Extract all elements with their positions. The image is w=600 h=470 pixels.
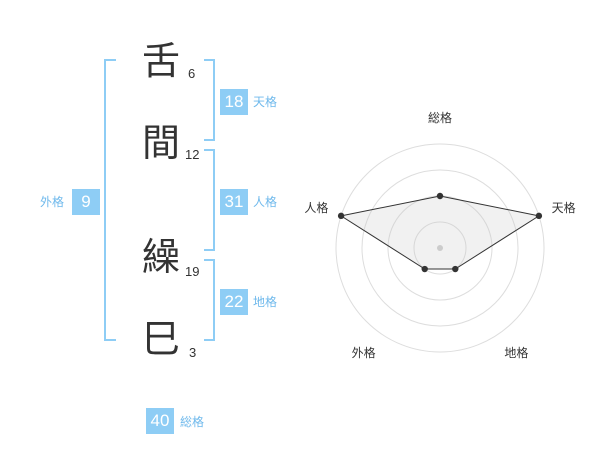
radar-point-5 (337, 212, 345, 220)
radar-axis-label-1: 総格 (428, 111, 453, 125)
gaikaku-label: 外格 (40, 195, 65, 209)
jinkaku-label: 人格 (253, 195, 278, 209)
radar-point-3 (452, 265, 459, 273)
jinkaku-value-badge: 31 (220, 189, 248, 215)
gaikaku-bracket (104, 59, 116, 341)
stroke-count-3: 19 (185, 264, 200, 279)
soukaku-value-badge: 40 (146, 408, 174, 434)
name-char-4: 巳 (142, 317, 181, 361)
radar-axis-label-4: 外格 (351, 346, 376, 361)
name-char-3: 繰 (142, 235, 181, 279)
jinkaku-bracket (204, 149, 215, 251)
radar-ring (413, 221, 467, 275)
stroke-count-4: 3 (189, 345, 197, 360)
radar-point-2 (535, 212, 543, 220)
radar-axis-label-3: 地格 (504, 346, 529, 361)
tenkaku-label: 天格 (253, 95, 278, 109)
stroke-count-1: 6 (188, 66, 196, 81)
radar-ring (335, 143, 545, 353)
radar-ring (361, 169, 519, 327)
tenkaku-bracket (204, 59, 215, 141)
radar-point-1 (436, 192, 444, 200)
radar-center-dot (437, 245, 443, 251)
radar-axis-label-5: 人格 (304, 200, 329, 215)
tenkaku-value-badge: 18 (220, 89, 248, 115)
radar-axis-label-2: 天格 (551, 200, 576, 215)
chikaku-label: 地格 (253, 295, 278, 309)
stroke-count-2: 12 (185, 147, 200, 162)
soukaku-label: 総格 (180, 415, 205, 429)
gaikaku-value-badge: 9 (72, 189, 100, 215)
name-char-1: 舌 (142, 39, 181, 83)
chikaku-bracket (204, 259, 215, 341)
radar-point-4 (421, 265, 428, 273)
name-char-2: 間 (142, 121, 181, 165)
chikaku-value-badge: 22 (220, 289, 248, 315)
radar-data-polygon (339, 195, 541, 270)
